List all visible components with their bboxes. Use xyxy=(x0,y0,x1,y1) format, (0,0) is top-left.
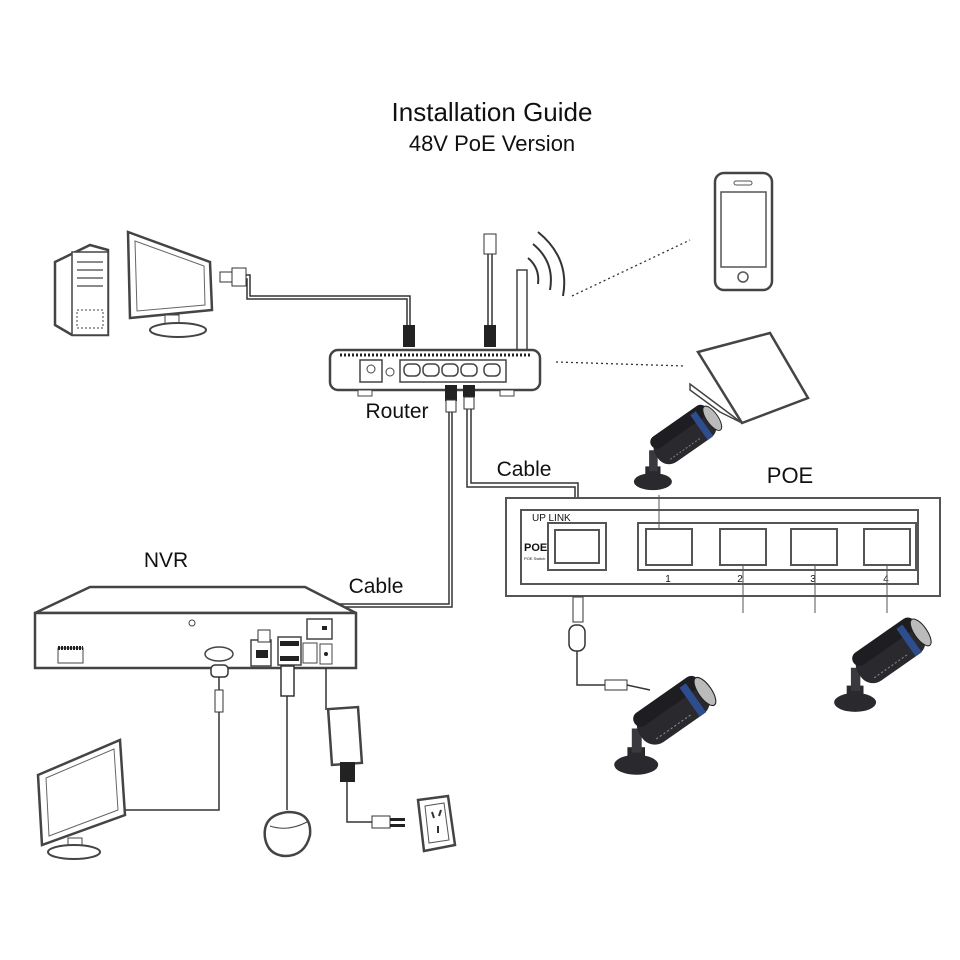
ip-camera-icon xyxy=(633,398,727,491)
diagram-subtitle: 48V PoE Version xyxy=(409,131,575,156)
ethernet-plug-icon xyxy=(483,233,497,255)
port-label: 4 xyxy=(883,574,889,585)
diagram-title: Installation Guide xyxy=(392,97,593,127)
ip-camera-icon xyxy=(833,611,937,713)
nvr-icon xyxy=(33,585,358,670)
smartphone-icon xyxy=(713,171,774,292)
monitor-icon xyxy=(36,738,127,860)
ethernet-plug-icon xyxy=(403,325,415,347)
mouse-icon xyxy=(263,810,312,858)
router-icon xyxy=(328,348,542,397)
poe-label: POE xyxy=(767,463,813,488)
monitor-icon xyxy=(126,230,214,338)
uplink-label: UP LINK xyxy=(532,513,571,524)
ethernet-plug-icon xyxy=(219,271,233,283)
poe-port-1 xyxy=(645,528,693,566)
poe-switch xyxy=(505,497,941,597)
pc-tower-icon xyxy=(53,243,110,337)
poe-port-3 xyxy=(790,528,838,566)
nvr-label: NVR xyxy=(144,549,188,572)
poe-port-2 xyxy=(719,528,767,566)
power-outlet-icon xyxy=(416,794,457,853)
power-adapter-icon xyxy=(326,705,364,782)
poe-brand-sub: POE Switch xyxy=(524,556,545,561)
cable-label: Cable xyxy=(497,458,552,481)
poe-brand-label: POE xyxy=(524,542,547,554)
port-label: 2 xyxy=(737,574,743,585)
port-label: 1 xyxy=(665,574,671,585)
laptop-icon xyxy=(689,331,810,425)
antenna-icon xyxy=(516,269,528,356)
router-label: Router xyxy=(365,400,428,423)
wifi-icon xyxy=(527,231,566,297)
cable-label: Cable xyxy=(349,575,404,598)
port-label: 3 xyxy=(810,574,816,585)
poe-port-4 xyxy=(863,528,911,566)
